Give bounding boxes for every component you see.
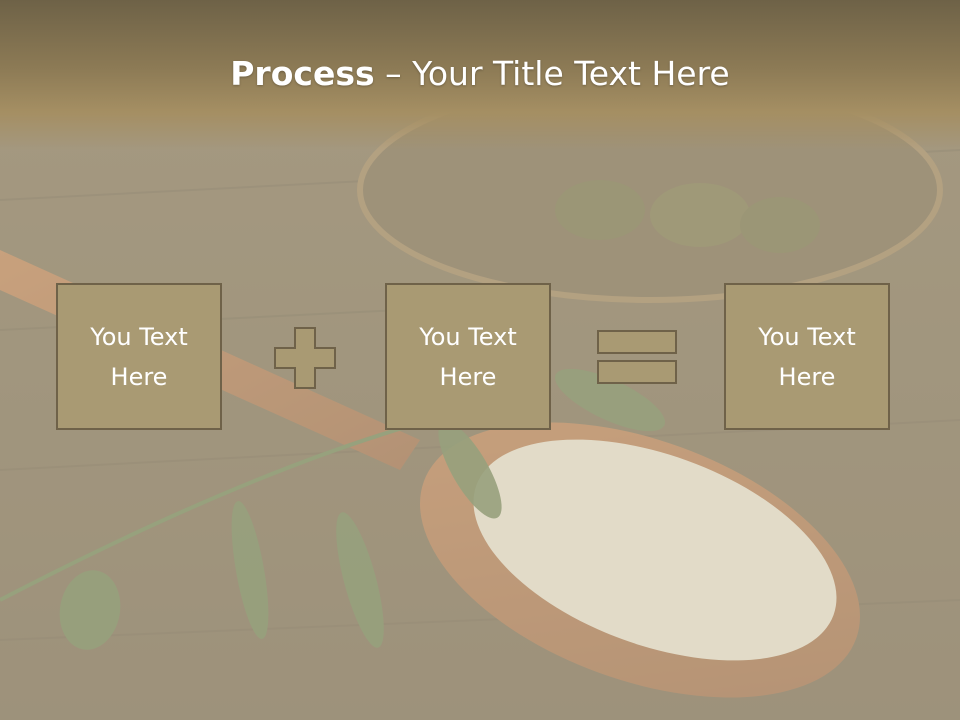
plus-icon	[274, 327, 336, 389]
text-box-1-line-2: Here	[110, 362, 168, 391]
slide-title: Process – Your Title Text Here	[0, 52, 960, 96]
text-box-2-line-1: You Text	[419, 322, 517, 351]
text-box-3: You Text Here	[724, 283, 890, 430]
text-box-3-line-1: You Text	[758, 322, 856, 351]
text-box-3-line-2: Here	[778, 362, 836, 391]
title-band	[0, 0, 960, 150]
text-box-1: You Text Here	[56, 283, 222, 430]
text-box-1-line-1: You Text	[90, 322, 188, 351]
equals-icon	[597, 330, 677, 384]
title-rest: – Your Title Text Here	[374, 54, 730, 93]
title-bold: Process	[230, 54, 375, 93]
text-box-2: You Text Here	[385, 283, 551, 430]
text-box-2-line-2: Here	[439, 362, 497, 391]
